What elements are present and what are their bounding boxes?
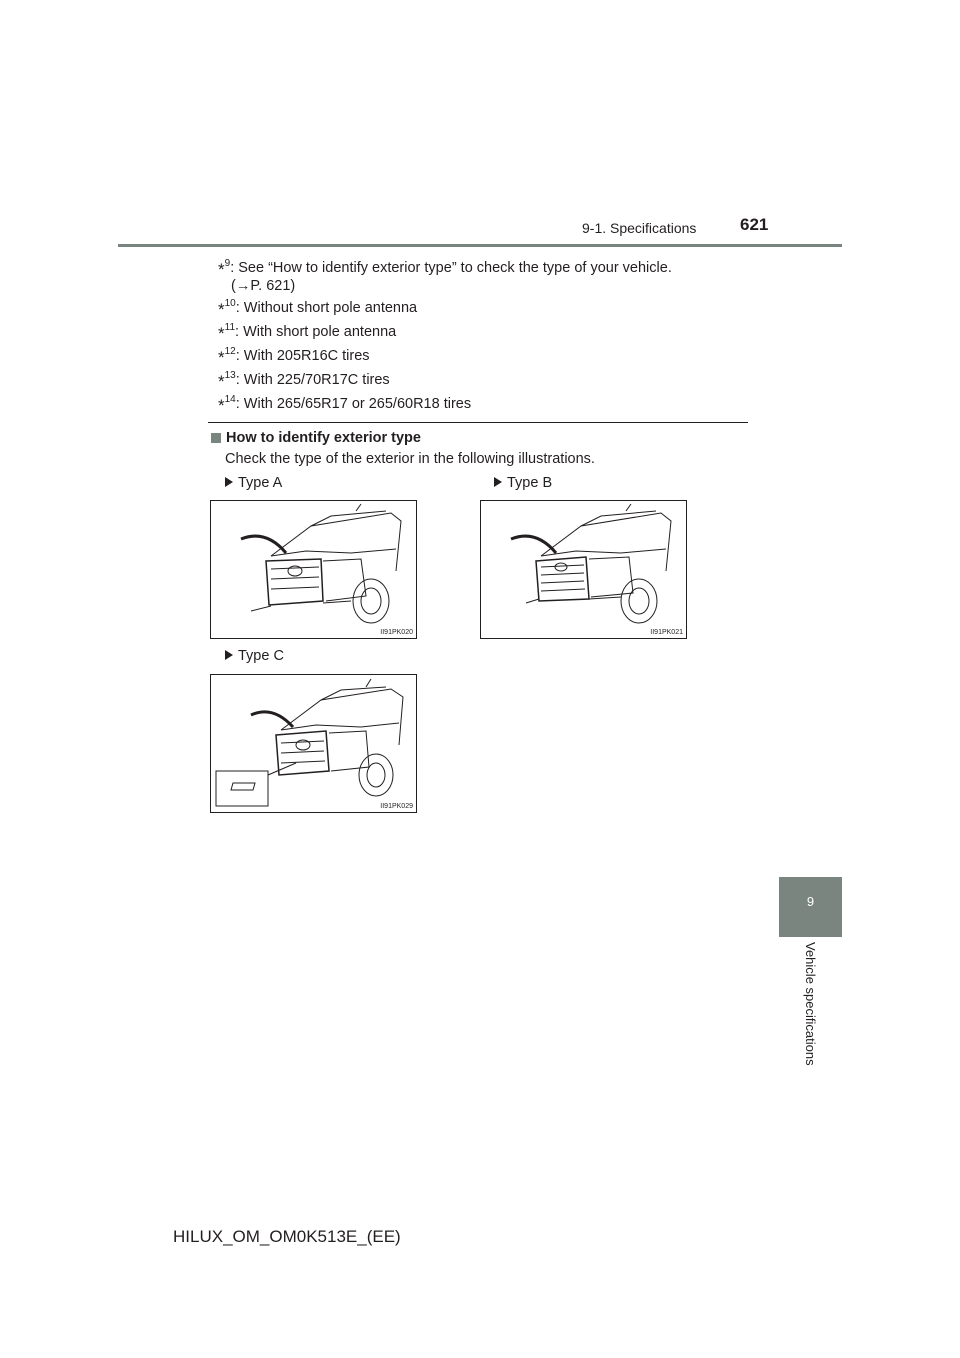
triangle-bullet-icon — [225, 650, 233, 660]
chapter-tab-label: Vehicle specifications — [803, 942, 818, 1066]
type-c-illustration: II91PK029 — [210, 674, 417, 813]
illustration-code-a: II91PK020 — [380, 629, 413, 636]
triangle-bullet-icon — [225, 477, 233, 487]
footnote-13: *13: With 225/70R17C tires — [218, 370, 390, 391]
type-c-label: Type C — [225, 648, 284, 664]
footnote-9: *9: See “How to identify exterior type” … — [218, 258, 672, 294]
header-rule — [118, 244, 842, 247]
illustration-code-c: II91PK029 — [380, 803, 413, 810]
section-title: 9-1. Specifications — [582, 220, 697, 236]
illustration-code-b: II91PK021 — [650, 629, 683, 636]
square-bullet-icon — [211, 433, 221, 443]
footnote-14: *14: With 265/65R17 or 265/60R18 tires — [218, 394, 472, 415]
footnote-12: *12: With 205R16C tires — [218, 346, 370, 367]
triangle-bullet-icon — [494, 477, 502, 487]
footnote-10: *10: Without short pole antenna — [218, 298, 418, 319]
footnote-11: *11: With short pole antenna — [218, 322, 397, 343]
page-number: 621 — [740, 215, 769, 234]
type-b-label: Type B — [494, 475, 552, 491]
chapter-tab: 9 — [779, 877, 842, 937]
section-heading: How to identify exterior type — [211, 430, 421, 446]
document-id: HILUX_OM_OM0K513E_(EE) — [173, 1227, 401, 1246]
type-a-illustration: II91PK020 — [210, 500, 417, 639]
section-intro: Check the type of the exterior in the fo… — [225, 451, 595, 467]
section-divider — [208, 422, 748, 423]
type-b-illustration: II91PK021 — [480, 500, 687, 639]
type-a-label: Type A — [225, 475, 282, 491]
